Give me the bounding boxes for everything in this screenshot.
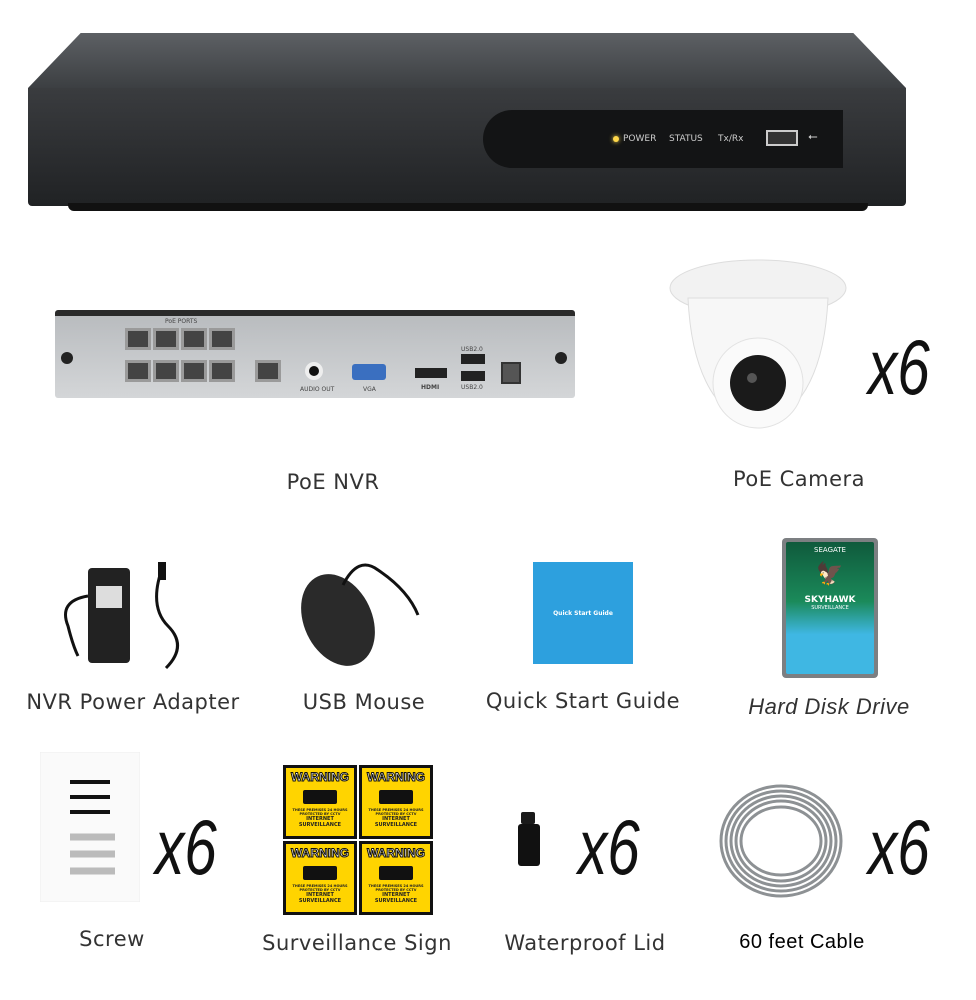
- nvr-rear-image: PoE PORTS AUDIO OUT VGA HDMI USB2.0 USB2…: [55, 310, 575, 398]
- power-led-icon: [613, 136, 619, 142]
- power-label: POWER: [623, 134, 657, 144]
- poe-port: [209, 360, 235, 382]
- guide-cover-title: Quick Start Guide: [553, 609, 613, 617]
- poe-port: [125, 360, 151, 382]
- hdd-brand: SEAGATE: [814, 546, 846, 554]
- indicator-panel: POWER STATUS Tx/Rx ⭠: [483, 110, 843, 168]
- dome-camera-image: [669, 259, 847, 429]
- network-cable-image: [719, 784, 843, 898]
- poe-port: [181, 328, 207, 350]
- camera-quantity: x6: [868, 323, 930, 411]
- nvr-front-image: POWER STATUS Tx/Rx ⭠: [28, 33, 906, 213]
- usb-port: [766, 130, 798, 146]
- nvr-label: PoE NVR: [286, 470, 380, 494]
- hdd-label: Hard Disk Drive: [748, 694, 910, 719]
- usb-port: [461, 371, 485, 381]
- poe-port: [209, 328, 235, 350]
- quick-start-guide-image: Quick Start Guide: [533, 562, 633, 664]
- txrx-label: Tx/Rx: [718, 134, 744, 144]
- poe-ports-label: PoE PORTS: [165, 318, 198, 325]
- audio-out-jack: [305, 362, 323, 380]
- screw-icon: [555, 352, 567, 364]
- poe-port: [181, 360, 207, 382]
- hdmi-port: [415, 368, 447, 378]
- status-label: STATUS: [669, 134, 703, 144]
- poe-port: [125, 328, 151, 350]
- lan-port: [255, 360, 281, 382]
- vga-label: VGA: [363, 386, 376, 393]
- waterproof-lid-image: [518, 812, 540, 866]
- vga-port: [352, 364, 386, 380]
- screw-label: Screw: [79, 927, 145, 951]
- hard-disk-image: SEAGATE 🦅 SKYHAWK SURVEILLANCE: [782, 538, 878, 678]
- camera-label: PoE Camera: [732, 467, 866, 491]
- guide-label: Quick Start Guide: [485, 689, 681, 713]
- adapter-label: NVR Power Adapter: [26, 690, 240, 714]
- nvr-base: [68, 203, 868, 211]
- usb-icon: ⭠: [808, 129, 818, 143]
- nvr-lid: [28, 33, 906, 88]
- usb-port: [461, 354, 485, 364]
- dc-power-jack: [501, 362, 521, 384]
- usb-mouse-image: [301, 563, 420, 666]
- usb-label-bottom: USB2.0: [461, 384, 483, 391]
- sign-label: Surveillance Sign: [262, 931, 452, 955]
- cable-label: 60 feet Cable: [739, 931, 865, 953]
- cable-quantity: x6: [868, 803, 930, 891]
- hawk-logo-icon: 🦅: [816, 562, 844, 587]
- audio-out-label: AUDIO OUT: [300, 386, 335, 393]
- hdd-model: SKYHAWK: [804, 595, 856, 605]
- power-adapter-image: [64, 562, 179, 670]
- hdd-line: SURVEILLANCE: [811, 605, 849, 611]
- nvr-front-panel: POWER STATUS Tx/Rx ⭠: [28, 88, 906, 206]
- poe-port: [153, 328, 179, 350]
- lid-quantity: x6: [578, 803, 640, 891]
- screw-icon: [61, 352, 73, 364]
- mouse-label: USB Mouse: [302, 690, 426, 714]
- usb-label-top: USB2.0: [461, 346, 483, 353]
- screw-quantity: x6: [155, 803, 217, 891]
- poe-port: [153, 360, 179, 382]
- screws-image: [40, 752, 140, 902]
- lid-label: Waterproof Lid: [504, 931, 666, 955]
- hdmi-label: HDMI: [421, 384, 440, 391]
